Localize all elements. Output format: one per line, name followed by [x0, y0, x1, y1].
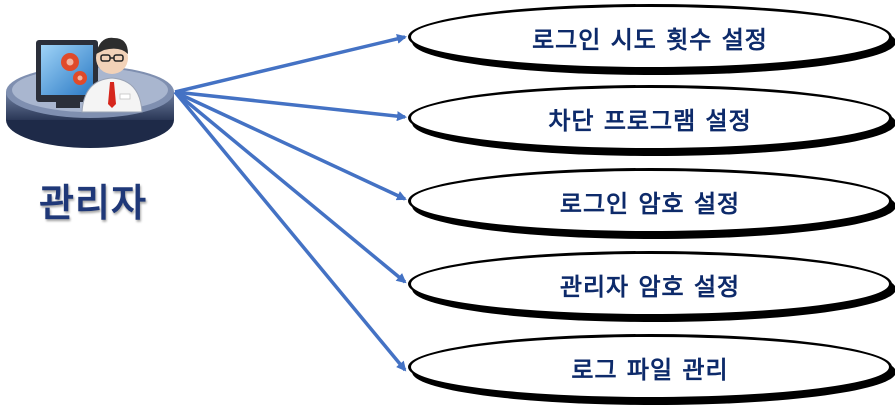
arrow-to-admin-password — [173, 90, 407, 284]
use-case-block-program: 차단 프로그램 설정 — [408, 85, 892, 151]
use-case-admin-password: 관리자 암호 설정 — [408, 251, 892, 317]
use-case-login-attempts: 로그인 시도 횟수 설정 — [408, 4, 892, 70]
admin-user-icon — [6, 37, 174, 148]
use-case-login-password: 로그인 암호 설정 — [408, 168, 892, 234]
actor-label: 관리자 — [39, 181, 147, 225]
arrow-to-log-file — [173, 90, 407, 372]
arrow-to-block-program — [174, 90, 407, 122]
use-case-log-file: 로그 파일 관리 — [408, 334, 892, 400]
arrow-to-login-attempts — [174, 33, 407, 94]
arrow-to-login-password — [174, 90, 407, 201]
